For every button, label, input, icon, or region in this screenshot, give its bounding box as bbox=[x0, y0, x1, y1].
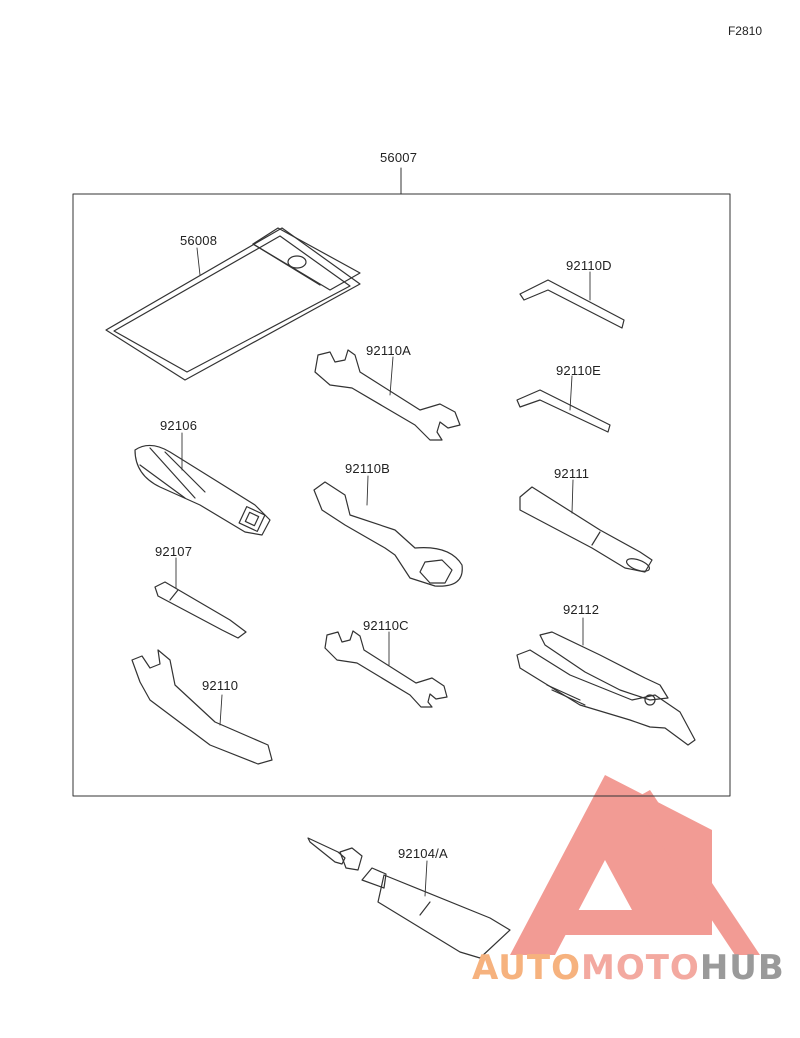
label-kit: 56007 bbox=[380, 150, 418, 165]
label-box-wrench-b: 92110B bbox=[345, 461, 391, 476]
hook-spanner-icon bbox=[131, 649, 273, 765]
watermark-logo-icon bbox=[510, 775, 760, 955]
grease-tube-icon bbox=[307, 837, 511, 959]
watermark-auto: AUTO bbox=[472, 948, 581, 988]
label-pliers: 92112 bbox=[563, 602, 600, 617]
label-wrench-c: 92110C bbox=[363, 618, 409, 633]
wrench-c-icon bbox=[324, 630, 448, 708]
extension-bar-icon bbox=[519, 479, 653, 573]
label-hex-key-d: 92110D bbox=[566, 258, 612, 273]
tool-bag-icon bbox=[105, 227, 361, 381]
screwdriver-bit-icon bbox=[154, 557, 247, 639]
watermark-hub: HUB bbox=[699, 948, 785, 988]
wrench-a-icon bbox=[314, 349, 461, 441]
label-grease-tube: 92104/A bbox=[398, 846, 448, 861]
label-screwdriver-bit: 92107 bbox=[155, 544, 193, 559]
label-extension-bar: 92111 bbox=[554, 466, 590, 481]
hex-key-e-icon bbox=[516, 375, 611, 433]
label-hex-key-e: 92110E bbox=[556, 363, 602, 378]
figure-code: F2810 bbox=[727, 24, 762, 38]
label-bag: 56008 bbox=[180, 233, 218, 248]
watermark-moto: MOTO bbox=[580, 948, 700, 988]
hex-key-d-icon bbox=[519, 271, 625, 329]
label-driver-handle: 92106 bbox=[160, 418, 198, 433]
pliers-icon bbox=[516, 617, 696, 746]
kit-box bbox=[72, 193, 731, 797]
box-wrench-b-icon bbox=[313, 475, 463, 587]
label-wrench-a: 92110A bbox=[366, 343, 412, 358]
driver-handle-icon bbox=[134, 432, 271, 536]
watermark-text: AUTOMOTOHUB bbox=[472, 948, 785, 988]
label-hook-spanner: 92110 bbox=[202, 678, 239, 693]
